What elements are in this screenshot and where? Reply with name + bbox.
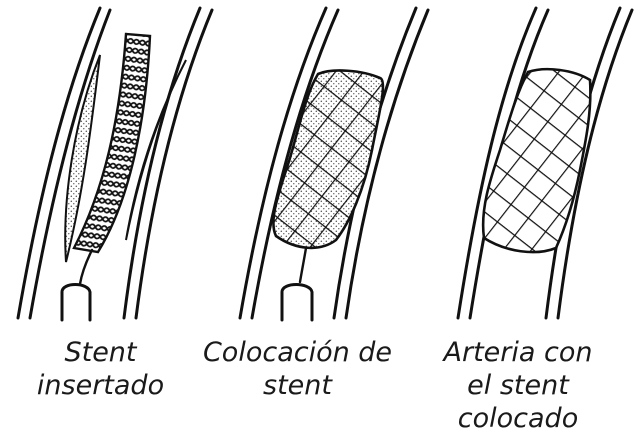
stent-mesh-expanding <box>273 71 383 248</box>
panel-stent-placed <box>458 8 632 318</box>
artery-wall-left-inner <box>30 10 110 318</box>
caption-stent-placement: Colocación de stent <box>190 336 405 402</box>
panel-stent-inserted <box>18 8 212 320</box>
caption-stent-placed: Arteria con el stent colocado <box>418 336 618 435</box>
guide-wire <box>300 248 306 282</box>
catheter <box>62 285 90 321</box>
catheter <box>282 285 312 321</box>
stent-mesh-deployed <box>483 69 590 252</box>
guide-wire <box>80 250 92 284</box>
artery-wall-left-outer <box>18 8 100 318</box>
panel-stent-placement <box>240 8 428 320</box>
caption-stent-inserted: Stent insertado <box>8 336 193 402</box>
